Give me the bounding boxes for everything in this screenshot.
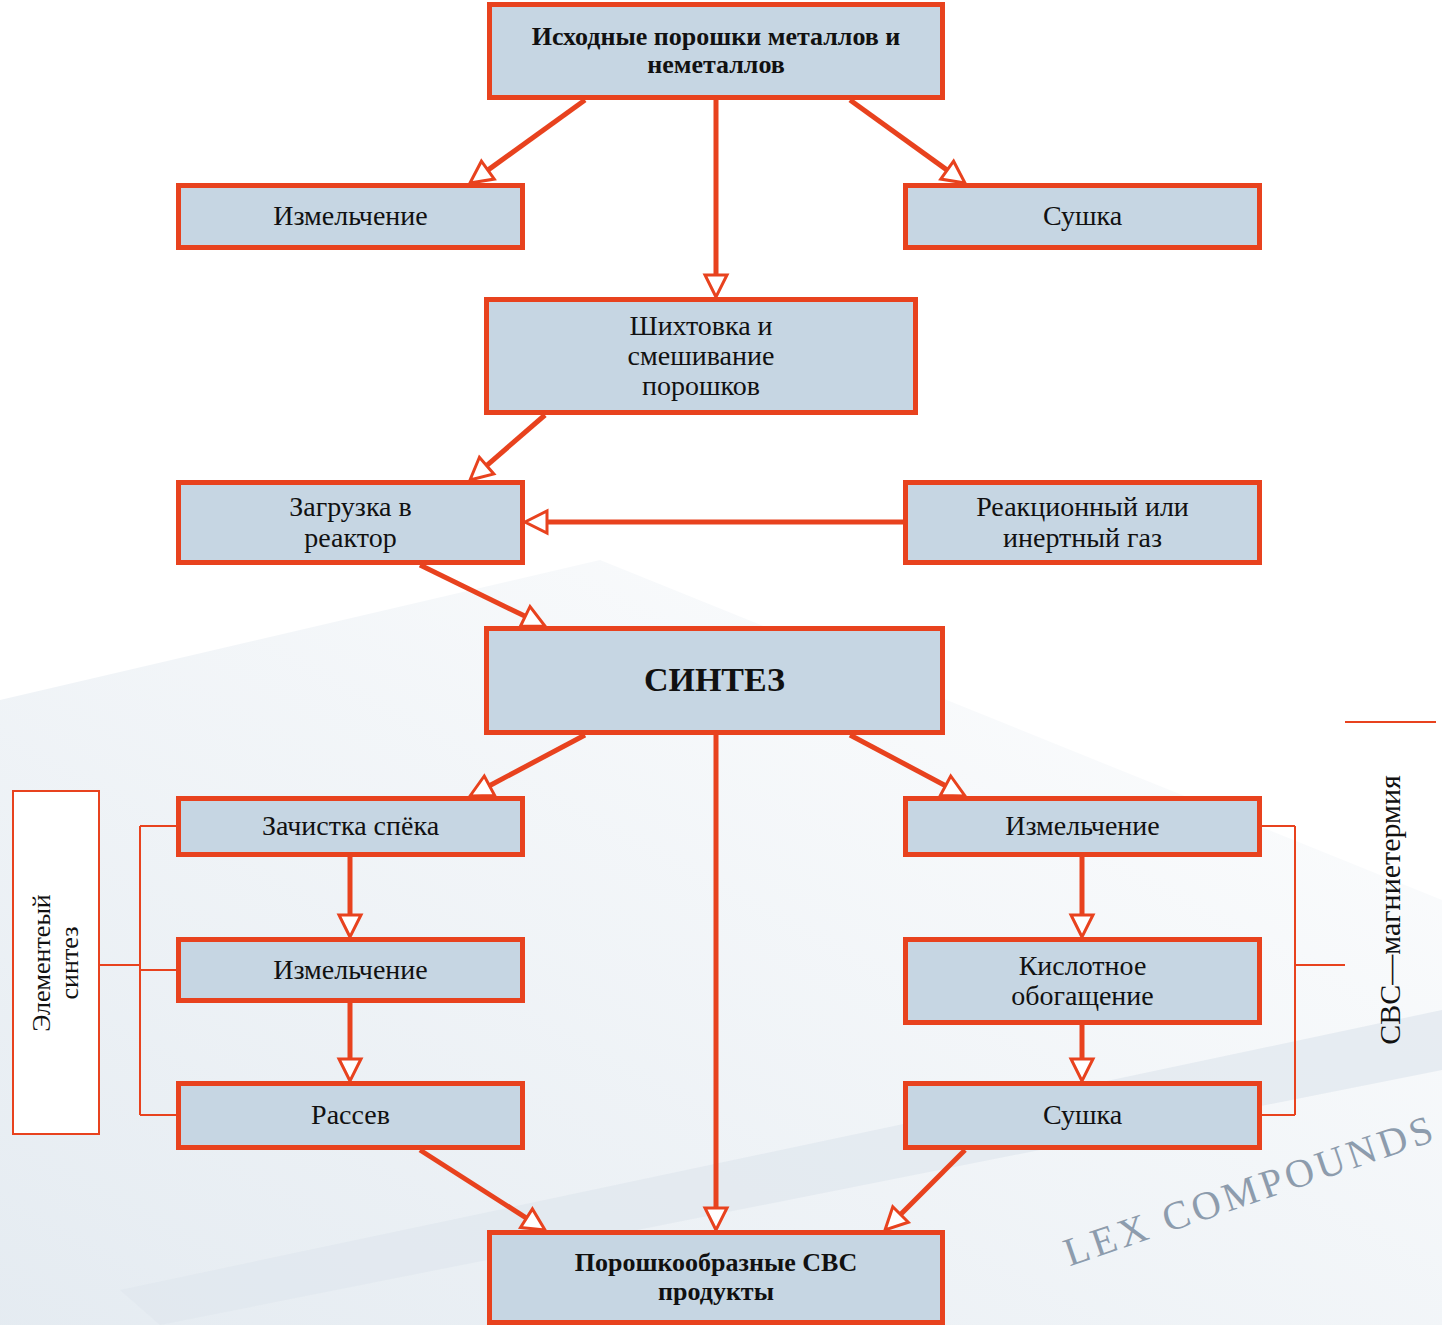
arrow-connector (339, 857, 361, 937)
arrow-head (470, 457, 494, 480)
node-text: Шихтовка и смешивание порошков (576, 311, 826, 402)
arrow-head (940, 776, 965, 796)
node-text: Реакционный или инертный газ (933, 492, 1233, 552)
photo-band (120, 1010, 1442, 1325)
connector-line (420, 1150, 526, 1218)
connector-line (850, 100, 947, 170)
right-bracket (1262, 826, 1345, 1115)
connector-line (850, 735, 946, 786)
input-box: Реакционный или инертный газ (903, 480, 1262, 565)
left-bracket (100, 826, 176, 1115)
bracket-line (140, 969, 176, 971)
process-box: Сушка (903, 1081, 1262, 1150)
connector-line (901, 1150, 965, 1214)
arrow-connector (420, 565, 545, 626)
node-text: СИНТЕЗ (644, 662, 785, 699)
node-text: Сушка (1043, 1100, 1122, 1130)
bracket-line (1295, 964, 1345, 966)
arrow-connector (705, 735, 727, 1230)
arrow-head (470, 161, 494, 183)
synthesis-box: СИНТЕЗ (484, 626, 945, 735)
result-box: Порошкообразные СВС продукты (487, 1230, 945, 1325)
arrow-head (1071, 1059, 1093, 1081)
decor-line (1345, 721, 1436, 723)
bracket-line (100, 964, 140, 966)
side-label: СВС—магниетермия (1373, 775, 1407, 1045)
arrow-connector (1071, 1025, 1093, 1081)
node-text: Загрузка в реактор (241, 492, 461, 552)
connector-line (420, 565, 525, 616)
connector-line (488, 100, 585, 170)
arrow-connector (339, 1003, 361, 1081)
arrow-connector (470, 735, 585, 796)
process-box: Измельчение (903, 796, 1262, 857)
connector-line (1080, 857, 1085, 915)
connector-line (714, 735, 719, 1208)
arrow-connector (850, 735, 965, 796)
photo-ground (0, 560, 1442, 1325)
process-box: Шихтовка и смешивание порошков (484, 297, 918, 415)
arrow-connector (470, 415, 545, 480)
arrow-head (705, 275, 727, 297)
connector-line (348, 1003, 353, 1059)
arrow-connector (420, 1150, 545, 1230)
arrow-connector (470, 100, 585, 183)
connector-line (487, 415, 545, 466)
group-box: Элементеый синтез (12, 790, 100, 1135)
node-text: Рассев (311, 1100, 390, 1130)
process-box: Зачистка спёка (176, 796, 525, 857)
bracket-line (1294, 826, 1296, 1115)
arrow-connector (705, 100, 727, 297)
connector-line (1080, 1025, 1085, 1059)
bracket-line (1262, 825, 1295, 827)
process-box: Рассев (176, 1081, 525, 1150)
process-box: Измельчение (176, 937, 525, 1003)
bracket-line (140, 825, 176, 827)
arrow-head (525, 511, 547, 533)
arrow-connector (525, 511, 903, 533)
connector-line (489, 735, 585, 786)
arrow-head (521, 1209, 545, 1230)
node-text: Порошкообразные СВС продукты (566, 1249, 866, 1305)
node-text: Кислотное обогащение (953, 951, 1213, 1011)
arrow-head (470, 776, 495, 796)
start-box: Исходные порошки металлов и неметаллов (487, 2, 945, 100)
connector-line (714, 100, 719, 275)
arrow-connector (885, 1150, 965, 1230)
arrow-head (339, 915, 361, 937)
node-text: Зачистка спёка (262, 811, 439, 841)
arrow-connector (1071, 857, 1093, 937)
process-box: Измельчение (176, 183, 525, 250)
arrow-head (339, 1059, 361, 1081)
node-text: Исходные порошки металлов и неметаллов (526, 23, 906, 79)
connector-line (547, 520, 903, 525)
process-box: Загрузка в реактор (176, 480, 525, 565)
arrow-head (885, 1207, 908, 1230)
node-text: Сушка (1043, 201, 1122, 231)
node-text: Измельчение (1005, 811, 1160, 841)
node-text: Элементеый синтез (28, 868, 84, 1058)
node-text: Измельчение (273, 955, 428, 985)
arrow-head (520, 606, 545, 626)
connector-line (348, 857, 353, 915)
arrow-connector (850, 100, 965, 183)
process-box: Сушка (903, 183, 1262, 250)
bracket-line (1262, 1114, 1295, 1116)
arrow-head (1071, 915, 1093, 937)
arrow-head (941, 161, 965, 183)
arrow-head (705, 1208, 727, 1230)
bracket-line (140, 1114, 176, 1116)
process-box: Кислотное обогащение (903, 937, 1262, 1025)
node-text: Измельчение (273, 201, 428, 231)
